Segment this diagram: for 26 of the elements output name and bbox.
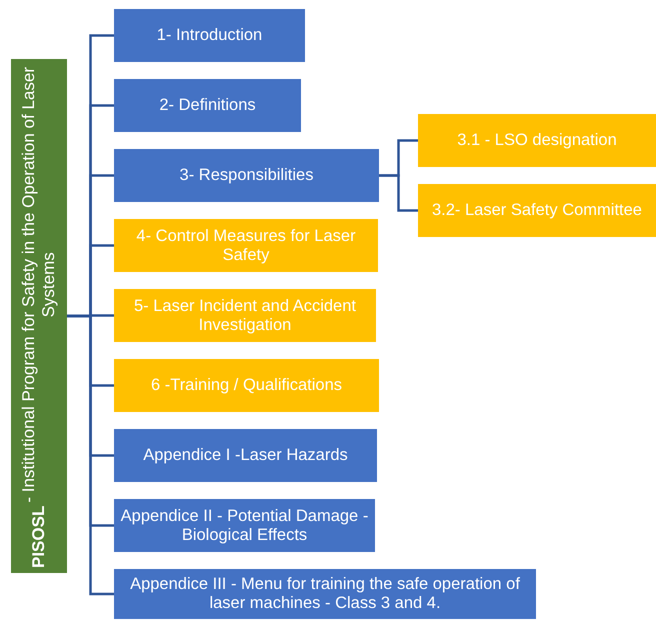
topic-box: [114, 429, 377, 482]
topic-box: [418, 184, 656, 237]
connector-line: [67, 314, 114, 596]
title-text: PISOSL - Institutional Program for Safety in the Operation of Laser Systems: [18, 66, 59, 568]
topic-label: Appendice II - Potential Damage - Biological Effects: [120, 506, 370, 544]
topic-label: 3.2- Laser Safety Committee: [432, 201, 642, 220]
topic-label: 1- Introduction: [156, 26, 262, 45]
topic-box: [114, 289, 376, 342]
topic-label: 4- Control Measures for Laser Safety: [135, 226, 357, 264]
topic-box: [114, 79, 301, 132]
topic-box: [114, 359, 379, 412]
topic-box: [418, 114, 656, 167]
title-bar: [11, 59, 67, 573]
topic-label: 3.1 - LSO designation: [457, 131, 617, 150]
topic-label: Appendice III - Menu for training the safe operation of laser machines - Class 3 and 4.: [129, 575, 521, 613]
topic-box: [114, 499, 375, 552]
topic-box: [114, 569, 536, 619]
topic-box: [114, 219, 378, 272]
connector-line: [379, 174, 418, 212]
topic-label: 2- Definitions: [159, 96, 256, 115]
topic-label: Appendice I -Laser Hazards: [143, 446, 348, 465]
topic-box: [114, 9, 305, 62]
topic-label: 3- Responsibilities: [180, 166, 314, 185]
topic-label: 6 -Training / Qualifications: [150, 376, 342, 395]
topic-box: [114, 149, 379, 202]
topic-label: 5- Laser Incident and Accident Investigation: [133, 296, 357, 334]
